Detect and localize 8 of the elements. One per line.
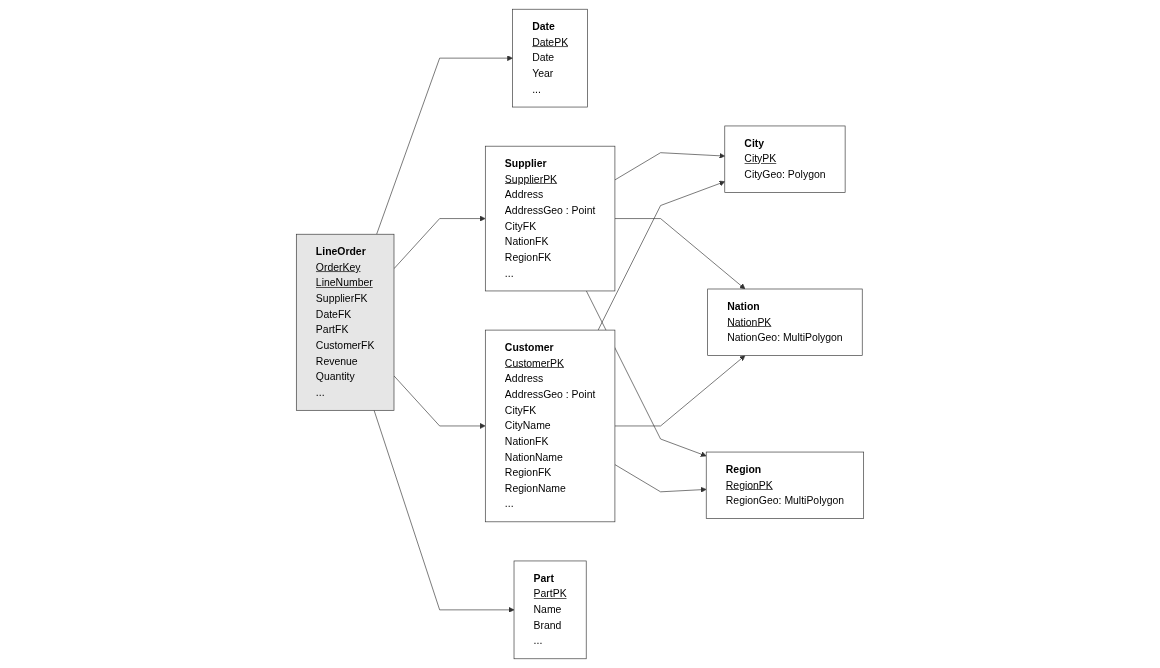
node-box: City CityPK CityGeo: Polygon (724, 125, 846, 193)
node-box: Customer CustomerPK Address AddressGeo : Point CityFK CityName NationFK NationName RegionFK RegionName ... (484, 329, 616, 523)
node-box: Part PartPK Name Brand ... (513, 560, 587, 660)
node-box: Region RegionPK RegionGeo: MultiPolygon (705, 451, 864, 519)
node-box: LineOrder OrderKey LineNumber SupplierFK DateFK PartFK CustomerFK Revenue Quantity ... (295, 233, 395, 411)
node-box: Date DatePK Date Year ... (512, 8, 588, 108)
node-box: Nation NationPK NationGeo: MultiPolygon (707, 288, 863, 356)
node-box: Supplier SupplierPK Address AddressGeo : Point CityFK NationFK RegionFK ... (484, 145, 616, 292)
